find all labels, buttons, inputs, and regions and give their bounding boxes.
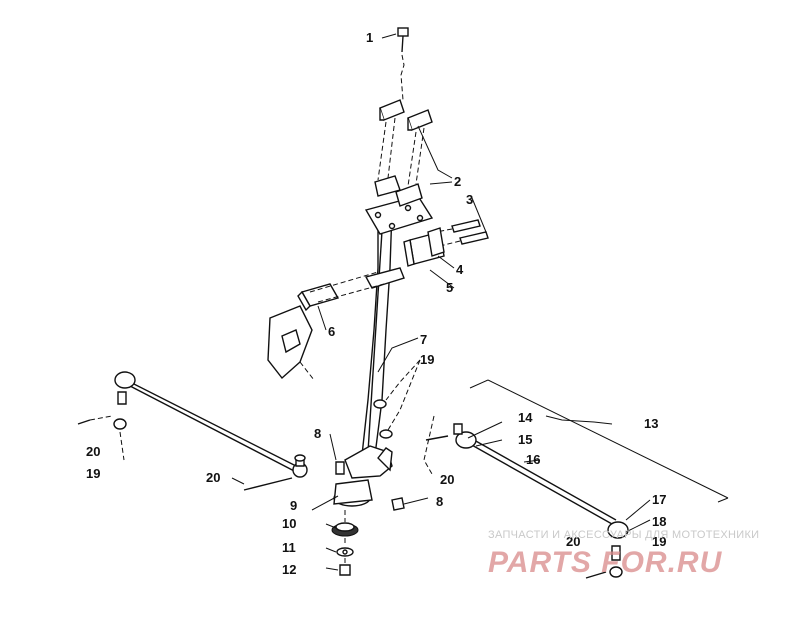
callout-20-mid: 20 (206, 470, 220, 485)
mount-bracket (267, 305, 315, 381)
bolts-part-3 (435, 219, 489, 247)
callout-20-left: 20 (86, 444, 100, 459)
callout-8-lower: 8 (436, 494, 443, 509)
callout-9: 9 (290, 498, 297, 513)
tie-rod-assembly-bracket (469, 379, 729, 503)
callout-10: 10 (282, 516, 296, 531)
block-part-4 (403, 227, 445, 267)
callout-6: 6 (328, 324, 335, 339)
watermark-brand: PARTS FOR.RU (488, 546, 723, 579)
watermark: ЗАПЧАСТИ И АКСЕССУАРЫ ДЛЯ МОТОТЕХНИКИ PA… (488, 529, 759, 579)
callout-19-left: 19 (86, 466, 100, 481)
left-tie-rod (77, 371, 308, 478)
callout-7: 7 (420, 332, 427, 347)
watermark-tagline: ЗАПЧАСТИ И АКСЕССУАРЫ ДЛЯ МОТОТЕХНИКИ (488, 529, 759, 541)
callout-5: 5 (446, 280, 453, 295)
callout-15: 15 (518, 432, 532, 447)
handlebar-clamps (374, 99, 433, 207)
callout-12: 12 (282, 562, 296, 577)
callout-2: 2 (454, 174, 461, 189)
callout-14: 14 (518, 410, 533, 425)
callout-17: 17 (652, 492, 666, 507)
callout-11: 11 (282, 540, 296, 555)
right-tie-rod (425, 423, 629, 579)
callout-13: 13 (644, 416, 658, 431)
callout-labels: 1 2 3 4 5 6 7 8 8 9 10 11 12 13 14 15 16… (86, 30, 666, 577)
callout-18: 18 (652, 514, 666, 529)
callout-19-right: 19 (652, 534, 666, 549)
callout-8: 8 (314, 426, 321, 441)
callout-4: 4 (456, 262, 464, 277)
callout-20-center: 20 (440, 472, 454, 487)
callout-20-right: 20 (566, 534, 580, 549)
callout-3: 3 (466, 192, 473, 207)
callout-19-top: 19 (420, 352, 434, 367)
steering-post (344, 195, 434, 479)
leaders (231, 33, 651, 571)
bolt-part-1 (397, 27, 409, 101)
callout-16: 16 (526, 452, 540, 467)
callout-1: 1 (366, 30, 373, 45)
block-part-6 (297, 271, 385, 312)
lower-bearing-stack (331, 479, 373, 576)
hardware-small (243, 399, 405, 511)
